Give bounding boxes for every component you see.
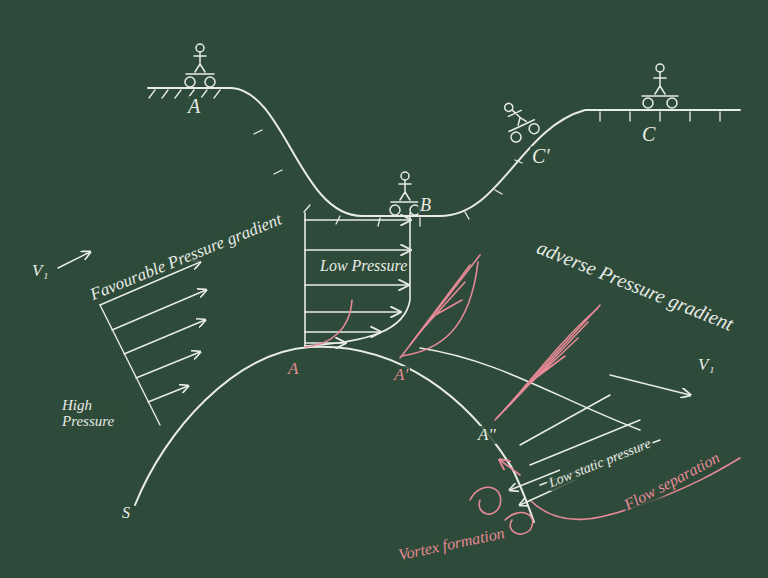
chalk-label: High Pressure [60,398,124,430]
chalk-label: Vortex formation [395,525,508,565]
chalk-label: S [120,505,132,522]
chalk-label: C [640,124,657,145]
chalk-label: Low static pressure [545,436,655,492]
ground-hatching [149,90,720,226]
chalk-label: A' [392,366,410,384]
velocity-profile [305,213,410,347]
hill-road [148,88,740,216]
chalk-label: B [418,196,433,215]
chalk-label: A [186,96,202,117]
chalk-label: Favourable Pressure gradient [86,210,286,305]
chalk-label: Flow separation [620,449,724,515]
chalk-label: C' [530,146,552,167]
body-surface [135,347,534,522]
chalk-label: Low Pressure [318,258,409,275]
chalk-label: V₁ [696,356,716,374]
outer-flow [420,348,690,485]
chalk-label: A'' [476,426,498,444]
cyclist-figures [185,44,678,215]
chalk-label: adverse Pressure gradient [532,236,738,335]
chalk-label: A [286,360,300,378]
chalk-label: V₁ [30,262,50,280]
